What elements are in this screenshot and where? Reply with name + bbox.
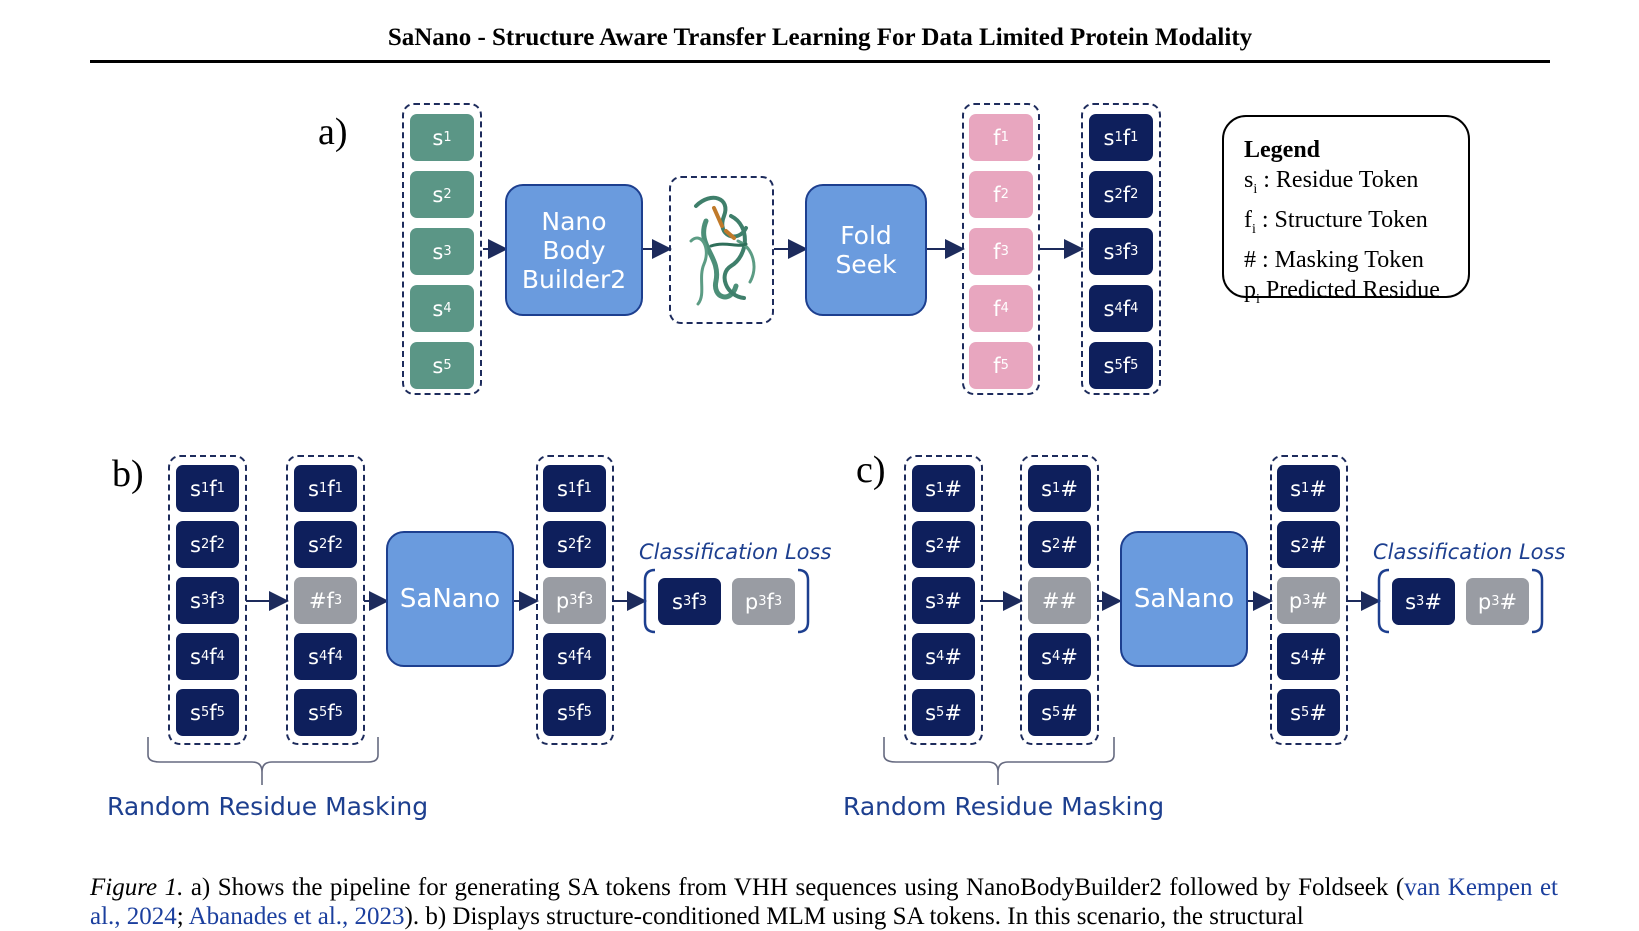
figure-label: Figure 1. <box>90 874 184 901</box>
caption-text: a) Shows the pipeline for generating SA … <box>183 874 1405 901</box>
structure-token-group <box>962 103 1040 395</box>
loss-bracket-left-b <box>643 568 656 634</box>
panel-b-label: b) <box>112 453 144 495</box>
input-sa-group-b <box>168 455 247 745</box>
sanano-model-box-c: SaNano <box>1120 531 1248 667</box>
figure-caption: Figure 1. a) Shows the pipeline for gene… <box>90 873 1558 931</box>
legend-title: Legend <box>1244 137 1321 163</box>
protein-structure-group <box>669 176 774 324</box>
legend-item: fi : Structure Token <box>1244 206 1428 237</box>
input-sa-group-c <box>904 455 983 745</box>
header-rule <box>90 60 1550 63</box>
output-group-c <box>1270 455 1348 745</box>
masked-sa-group-c <box>1020 455 1099 745</box>
legend-item: pi Predicted Residue <box>1244 276 1440 307</box>
caption-text: ; <box>176 903 189 930</box>
classification-loss-label-b: Classification Loss <box>639 540 832 564</box>
citation-link[interactable]: van Kempen et al., 2024 <box>90 874 1558 930</box>
random-residue-masking-label-b: Random Residue Masking <box>107 792 429 821</box>
mask-brace-c <box>883 737 1115 785</box>
paper-running-header: SaNano - Structure Aware Transfer Learni… <box>387 24 1253 51</box>
classification-loss-label-c: Classification Loss <box>1373 540 1566 564</box>
protein-structure-image <box>689 195 756 306</box>
sanano-model-box-b: SaNano <box>386 531 514 667</box>
mask-brace-b <box>147 737 379 785</box>
panel-a-label: a) <box>318 111 348 153</box>
loss-bracket-right-b <box>797 568 810 634</box>
legend-item: si : Residue Token <box>1244 167 1419 197</box>
sa-token-group <box>1081 103 1161 395</box>
output-group-b <box>536 455 614 745</box>
caption-text: ). b) Displays structure-conditioned MLM… <box>404 903 1304 930</box>
citation-link[interactable]: Abanades et al., 2023 <box>188 903 405 930</box>
legend-box: Legend si : Residue Token fi : Structure… <box>1222 115 1470 306</box>
loss-bracket-right-c <box>1531 568 1544 634</box>
random-residue-masking-label-c: Random Residue Masking <box>843 792 1165 821</box>
loss-bracket-left-c <box>1377 568 1390 634</box>
panel-c-label: c) <box>856 449 886 491</box>
masked-token: ## <box>1028 577 1091 624</box>
masked-sa-group-b <box>286 455 365 745</box>
legend-item: # : Masking Token <box>1244 246 1424 273</box>
residue-token-group <box>402 103 482 395</box>
